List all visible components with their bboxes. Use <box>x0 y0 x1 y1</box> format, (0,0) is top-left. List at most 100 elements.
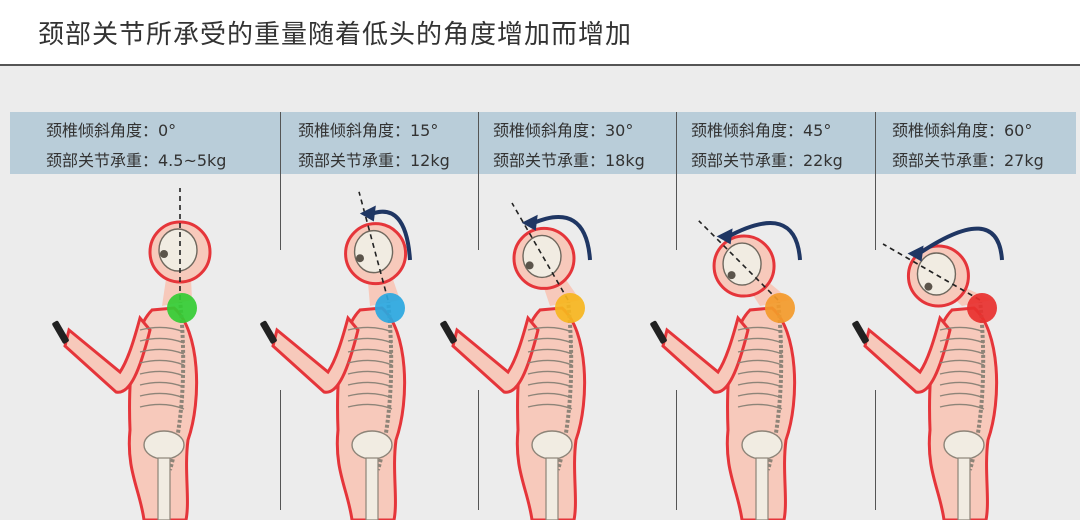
figure-2-arm <box>271 314 360 394</box>
panel-2-labels: 颈椎倾斜角度：15° 颈部关节承重：12kg <box>298 116 450 176</box>
divider-4-lower <box>875 390 876 510</box>
figure-3-skull <box>522 234 562 279</box>
panel-1-angle-label: 颈椎倾斜角度：0° <box>46 121 177 140</box>
divider-1-upper <box>280 112 281 250</box>
figure-3-rib <box>527 348 573 355</box>
panel-5-labels: 颈椎倾斜角度：60° 颈部关节承重：27kg <box>892 116 1044 176</box>
figure-3-arm <box>451 314 540 394</box>
figure-1-neck-joint-marker <box>167 293 197 323</box>
panel-3-load-label: 颈部关节承重：18kg <box>493 151 645 170</box>
divider-2-upper <box>478 112 479 250</box>
figure-1-rib <box>139 381 185 388</box>
figure-2-neck-joint-marker <box>375 293 405 323</box>
figure-5-pelvis <box>943 430 985 460</box>
panel-1-labels: 颈椎倾斜角度：0° 颈部关节承重：4.5~5kg <box>46 116 226 176</box>
figure-2-rib <box>347 359 393 366</box>
figure-2-rib <box>347 381 393 388</box>
panel-3-angle-label: 颈椎倾斜角度：30° <box>493 121 634 140</box>
figure-2-rib <box>347 370 393 377</box>
figure-5-femur <box>957 457 971 520</box>
figure-3-tilt-line <box>511 202 569 301</box>
figure-5-rib <box>939 370 985 377</box>
figure-3-eye <box>525 261 534 270</box>
figure-2-femur <box>365 457 379 520</box>
figure-2-skull <box>353 229 394 274</box>
figure-4-femur <box>755 457 769 520</box>
figure-1-eye <box>160 250 168 258</box>
figure-5-rib <box>939 337 985 344</box>
figure-3 <box>440 202 592 520</box>
figure-4-rib <box>737 348 783 355</box>
figure-3-pelvis <box>531 430 573 460</box>
figure-3-femur <box>545 457 559 520</box>
figure-4-rib <box>737 359 783 366</box>
figure-1-arm <box>63 314 152 394</box>
figure-5-rib <box>939 348 985 355</box>
figure-2-arrowhead <box>359 205 376 222</box>
figure-4-tilt-line <box>698 220 779 301</box>
divider-4-upper <box>875 112 876 250</box>
figure-5-eye <box>924 282 933 291</box>
figure-1 <box>52 188 212 520</box>
figure-3-neck-joint-marker <box>555 293 585 323</box>
figure-3-rib <box>527 337 573 344</box>
figure-1-skull <box>158 228 198 272</box>
figure-4-pelvis <box>741 430 783 460</box>
title-bar <box>0 0 1080 66</box>
figure-4-arrowhead <box>716 228 733 245</box>
figure-1-rib <box>139 348 185 355</box>
panel-5-load-label: 颈部关节承重：27kg <box>892 151 1044 170</box>
figure-1-femur <box>157 457 171 520</box>
figure-4-skull <box>722 242 762 286</box>
figure-5-arrowhead <box>907 245 924 262</box>
title-divider <box>0 64 1080 66</box>
figure-3-rib <box>527 381 573 388</box>
figure-5-phone <box>852 320 869 344</box>
figure-3-rib <box>527 359 573 366</box>
figure-3-tilt-arrow <box>530 215 592 261</box>
panel-4-load-label: 颈部关节承重：22kg <box>691 151 843 170</box>
figure-2-rib <box>347 337 393 344</box>
figure-4 <box>650 220 802 520</box>
figure-5-tilt-line <box>882 243 981 301</box>
page-title: 颈部关节所承受的重量随着低头的角度增加而增加 <box>38 20 633 50</box>
figure-1-phone <box>52 320 69 344</box>
panel-2-load-label: 颈部关节承重：12kg <box>298 151 450 170</box>
figure-2 <box>260 191 412 520</box>
figure-3-phone <box>440 320 457 344</box>
figure-2-tilt-arrow <box>369 209 412 261</box>
figure-2-phone <box>260 320 277 344</box>
figure-4-rib <box>737 370 783 377</box>
divider-1-lower <box>280 390 281 510</box>
divider-2-lower <box>478 390 479 510</box>
figure-5-rib <box>939 381 985 388</box>
figure-1-pelvis <box>143 430 185 460</box>
figure-4-phone <box>650 320 667 344</box>
figure-4-arm <box>661 314 750 394</box>
figure-2-pelvis <box>351 430 393 460</box>
figure-2-eye <box>355 254 364 263</box>
figure-2-tilt-line <box>358 191 389 301</box>
figure-1-rib <box>139 337 185 344</box>
panel-4-labels: 颈椎倾斜角度：45° 颈部关节承重：22kg <box>691 116 843 176</box>
figure-4-neck-joint-marker <box>765 293 795 323</box>
panel-1-load-label: 颈部关节承重：4.5~5kg <box>46 151 227 170</box>
divider-3-upper <box>676 112 677 250</box>
info-band <box>10 112 1076 174</box>
panel-5-angle-label: 颈椎倾斜角度：60° <box>892 121 1033 140</box>
figure-5-rib <box>939 359 985 366</box>
figure-5-arm <box>863 314 952 394</box>
figure-5-neck-joint-marker <box>967 293 997 323</box>
figure-2-rib <box>347 348 393 355</box>
figure-4-tilt-arrow <box>725 221 802 261</box>
panel-2-angle-label: 颈椎倾斜角度：15° <box>298 121 439 140</box>
figure-4-eye <box>727 271 736 280</box>
panel-4-angle-label: 颈椎倾斜角度：45° <box>691 121 832 140</box>
figure-5 <box>852 226 1004 520</box>
panel-3-labels: 颈椎倾斜角度：30° 颈部关节承重：18kg <box>493 116 645 176</box>
figure-4-rib <box>737 381 783 388</box>
figure-3-arrowhead <box>521 214 538 231</box>
divider-3-lower <box>676 390 677 510</box>
figure-1-rib <box>139 359 185 366</box>
